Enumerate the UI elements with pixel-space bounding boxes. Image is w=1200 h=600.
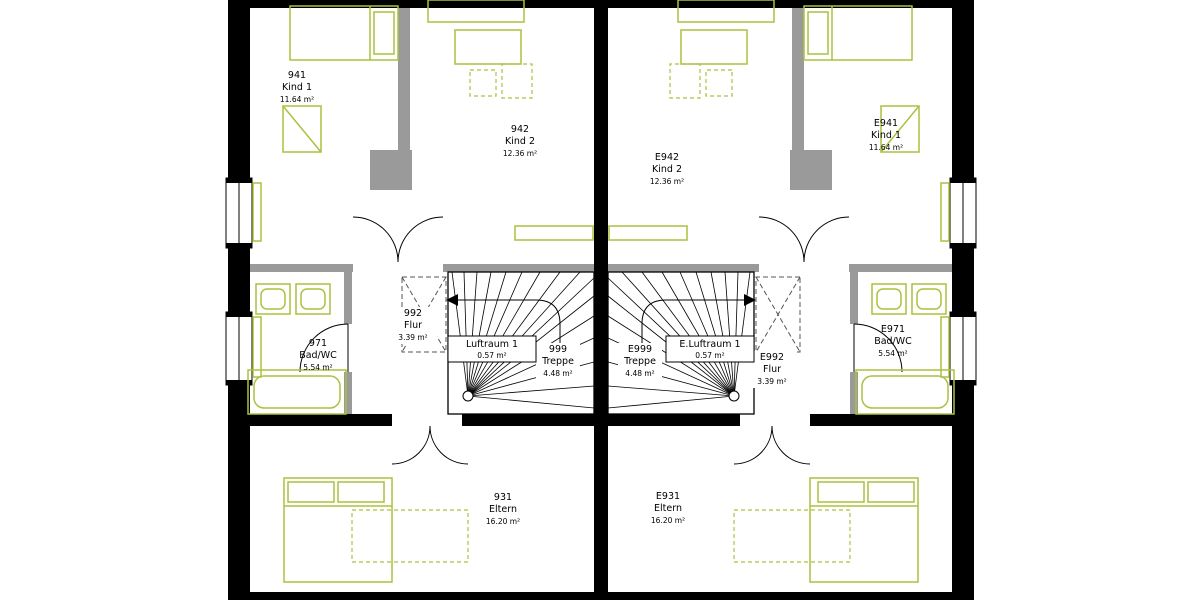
- label-bg: [536, 343, 580, 379]
- labels-right-unit: E942 Kind 2 12.36 m² E941 Kind 1 11.64 m…: [623, 118, 912, 525]
- label-bg: [618, 343, 662, 379]
- room-area: 3.39 m²: [398, 333, 427, 342]
- room-area: 5.54 m²: [878, 349, 907, 358]
- room-name: Treppe: [623, 356, 656, 367]
- room-name: Treppe: [541, 356, 574, 367]
- room-label-e-luftraum: E.Luftraum 1 0.57 m²: [665, 335, 755, 363]
- room-name: Kind 2: [505, 136, 535, 147]
- room-name: Kind 1: [871, 130, 901, 141]
- room-number: E941: [874, 118, 898, 129]
- room-number: 971: [309, 338, 327, 349]
- room-label-e931-eltern: E931 Eltern 16.20 m²: [651, 491, 685, 525]
- room-number: E931: [656, 491, 680, 502]
- label-bg: [748, 351, 796, 388]
- room-area: 0.57 m²: [477, 351, 506, 360]
- room-name: Kind 2: [652, 164, 682, 175]
- labels-left-unit: 941 Kind 1 11.64 m² 942 Kind 2 12.36 m² …: [280, 70, 574, 526]
- room-area: 5.54 m²: [303, 363, 332, 372]
- room-label-999-treppe: 999 Treppe 4.48 m²: [541, 344, 574, 378]
- luftraum-label-box: [665, 335, 755, 363]
- room-name: Eltern: [489, 504, 517, 515]
- room-name: Bad/WC: [299, 350, 337, 361]
- room-number: 941: [288, 70, 306, 81]
- room-label-992-flur: 992 Flur 3.39 m²: [398, 308, 427, 342]
- room-area: 3.39 m²: [757, 377, 786, 386]
- room-name: Kind 1: [282, 82, 312, 93]
- room-area: 12.36 m²: [650, 177, 684, 186]
- room-area: 16.20 m²: [651, 516, 685, 525]
- room-label-941-kind1: 941 Kind 1 11.64 m²: [280, 70, 314, 104]
- room-number: 942: [511, 124, 529, 135]
- room-area: 11.64 m²: [280, 95, 314, 104]
- room-label-942-kind2: 942 Kind 2 12.36 m²: [503, 124, 537, 158]
- room-number: E992: [760, 352, 784, 363]
- room-label-931-eltern: 931 Eltern 16.20 m²: [486, 492, 520, 526]
- room-name: Bad/WC: [874, 336, 912, 347]
- room-number: E942: [655, 152, 679, 163]
- room-name: Flur: [404, 320, 422, 331]
- room-number: 999: [549, 344, 567, 355]
- room-name: Flur: [763, 364, 781, 375]
- room-label-e971-bad: E971 Bad/WC 5.54 m²: [874, 324, 912, 358]
- luftraum-label-box: [447, 335, 537, 363]
- label-bg: [389, 307, 437, 344]
- room-area: 12.36 m²: [503, 149, 537, 158]
- room-label-e999-treppe: E999 Treppe 4.48 m²: [623, 344, 656, 378]
- room-area: 4.48 m²: [625, 369, 654, 378]
- room-name: Luftraum 1: [466, 339, 518, 350]
- room-number: 931: [494, 492, 512, 503]
- room-name: E.Luftraum 1: [679, 339, 740, 350]
- room-number: E971: [881, 324, 905, 335]
- room-number: 992: [404, 308, 422, 319]
- room-name: Eltern: [654, 503, 682, 514]
- room-area: 11.64 m²: [869, 143, 903, 152]
- room-label-e941-kind1: E941 Kind 1 11.64 m²: [869, 118, 903, 152]
- room-label-e992-flur: E992 Flur 3.39 m²: [757, 352, 786, 386]
- room-label-971-bad: 971 Bad/WC 5.54 m²: [299, 338, 337, 372]
- room-area: 4.48 m²: [543, 369, 572, 378]
- room-label-e942-kind2: E942 Kind 2 12.36 m²: [650, 152, 684, 186]
- room-area: 16.20 m²: [486, 517, 520, 526]
- room-label-luftraum: Luftraum 1 0.57 m²: [447, 335, 537, 363]
- room-area: 0.57 m²: [695, 351, 724, 360]
- room-number: E999: [628, 344, 652, 355]
